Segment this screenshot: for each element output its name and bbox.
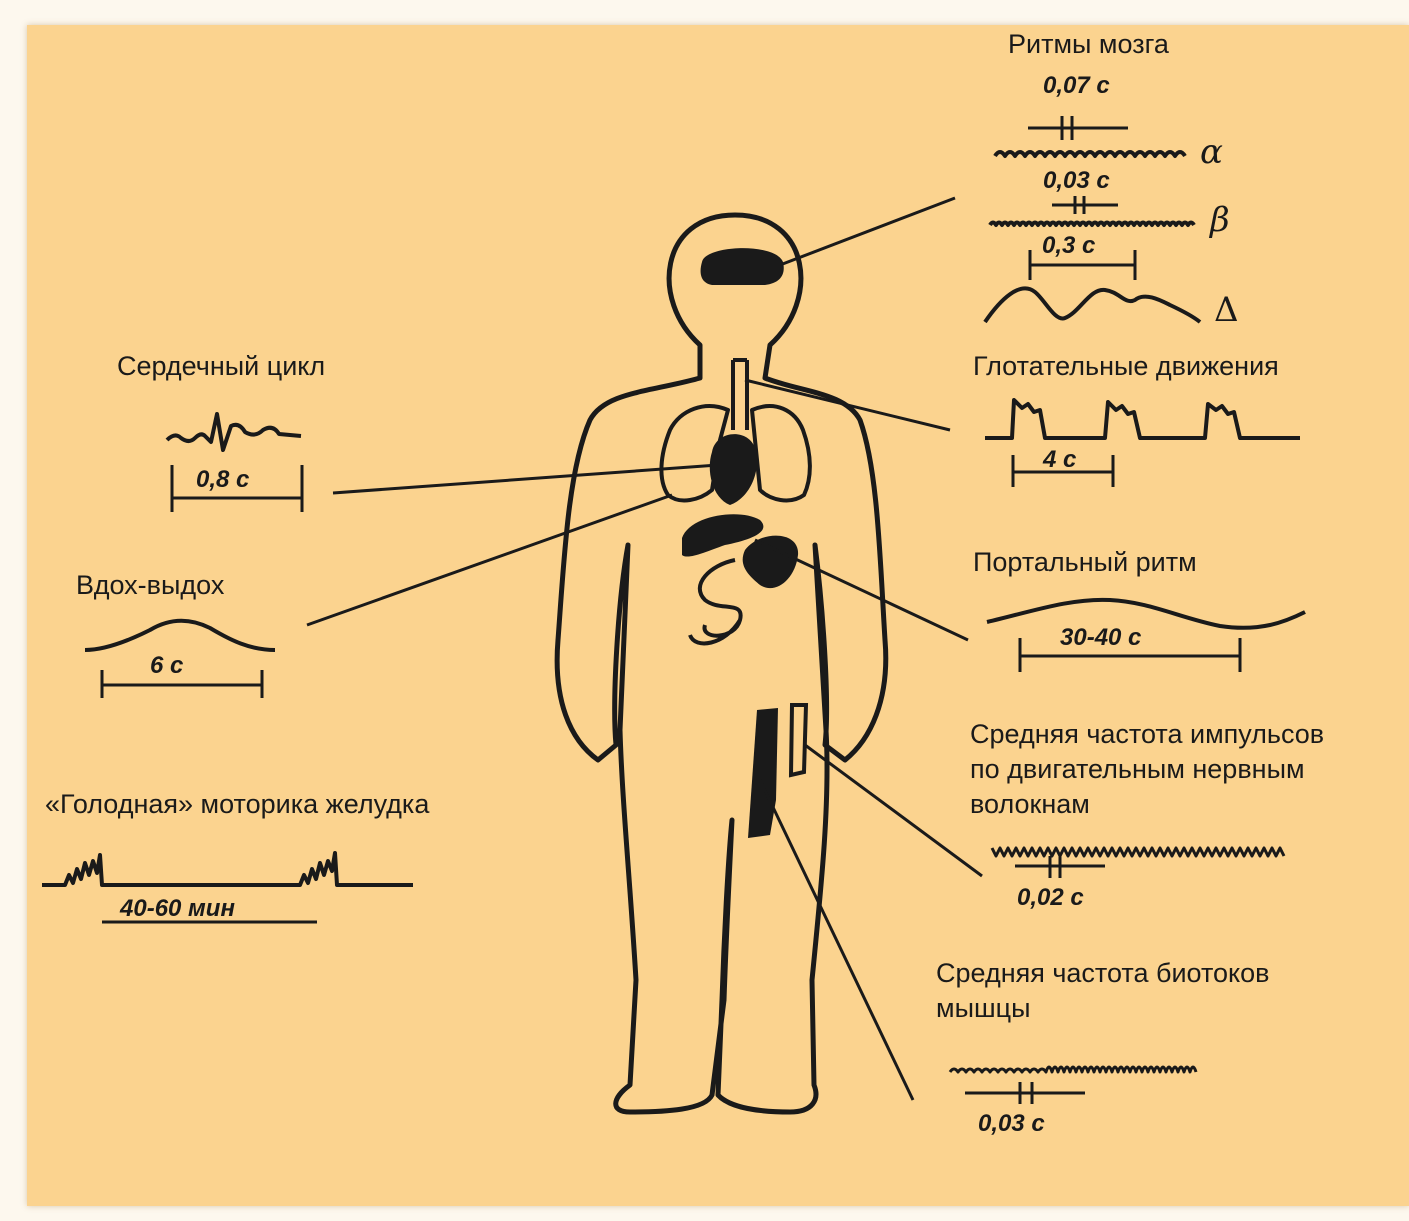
brain-rhythms-label: Ритмы мозга <box>1008 28 1169 61</box>
breath-pointer <box>307 495 672 625</box>
delta-wave <box>985 288 1200 322</box>
delta-period-value: 0,3 с <box>1042 232 1095 260</box>
nerve-pointer <box>805 745 982 876</box>
muscle-period-value: 0,03 с <box>978 1110 1045 1138</box>
beta-dimension <box>1052 196 1118 214</box>
nerve-label-line-2: по двигательным нервным <box>970 753 1305 786</box>
breath-period-value: 6 с <box>150 652 183 680</box>
brain-pointer <box>780 198 955 265</box>
beta-period-value: 0,03 с <box>1043 167 1110 195</box>
trachea <box>733 360 747 430</box>
portal-wave <box>987 600 1305 628</box>
heart-shape <box>710 434 757 505</box>
nerve-label-line-3: волокнам <box>970 788 1090 821</box>
muscle-label-line-1: Средняя частота биотоков <box>936 957 1270 990</box>
alpha-period-value: 0,07 с <box>1043 72 1110 100</box>
alpha-wave <box>995 152 1185 156</box>
swallow-wave <box>985 400 1300 438</box>
alpha-dimension <box>1028 116 1128 140</box>
portal-period-value: 30-40 с <box>1060 624 1141 652</box>
muscle-dimension <box>965 1082 1085 1104</box>
swallowing-label: Глотательные движения <box>973 350 1279 383</box>
muscle-pointer <box>760 780 913 1100</box>
nerve-label-line-1: Средняя частота импульсов <box>970 718 1324 751</box>
muscle-label-line-2: мышцы <box>936 992 1031 1025</box>
beta-wave <box>990 223 1194 226</box>
portal-pointer <box>755 540 968 640</box>
heart-wave <box>167 414 301 450</box>
heart-cycle-label: Сердечный цикл <box>117 350 325 383</box>
alpha-symbol: α <box>1200 132 1223 172</box>
nerve-spikes <box>992 848 1284 856</box>
muscle-wave <box>950 1067 1196 1072</box>
body-outline <box>557 215 886 1112</box>
beta-symbol: β <box>1210 200 1230 240</box>
delta-symbol: Δ <box>1214 290 1239 330</box>
right-lung <box>752 406 810 500</box>
thigh-muscle <box>748 708 778 838</box>
stomach-shape <box>743 536 798 589</box>
heart-period-value: 0,8 с <box>196 466 249 494</box>
breath-wave <box>85 621 275 650</box>
hunger-wave <box>42 853 413 885</box>
brain-shape <box>701 248 784 285</box>
nerve-dimension <box>1015 856 1105 878</box>
hunger-motility-label: «Голодная» моторика желудка <box>45 788 429 821</box>
swallow-period-value: 4 с <box>1043 446 1076 474</box>
breath-label: Вдох-выдох <box>76 569 224 602</box>
nerve-period-value: 0,02 с <box>1017 884 1084 912</box>
portal-rhythm-label: Портальный ритм <box>973 546 1197 579</box>
intestine-shape <box>690 560 741 643</box>
thigh-nerve <box>791 705 806 775</box>
hunger-period-value: 40-60 мин <box>120 895 235 923</box>
